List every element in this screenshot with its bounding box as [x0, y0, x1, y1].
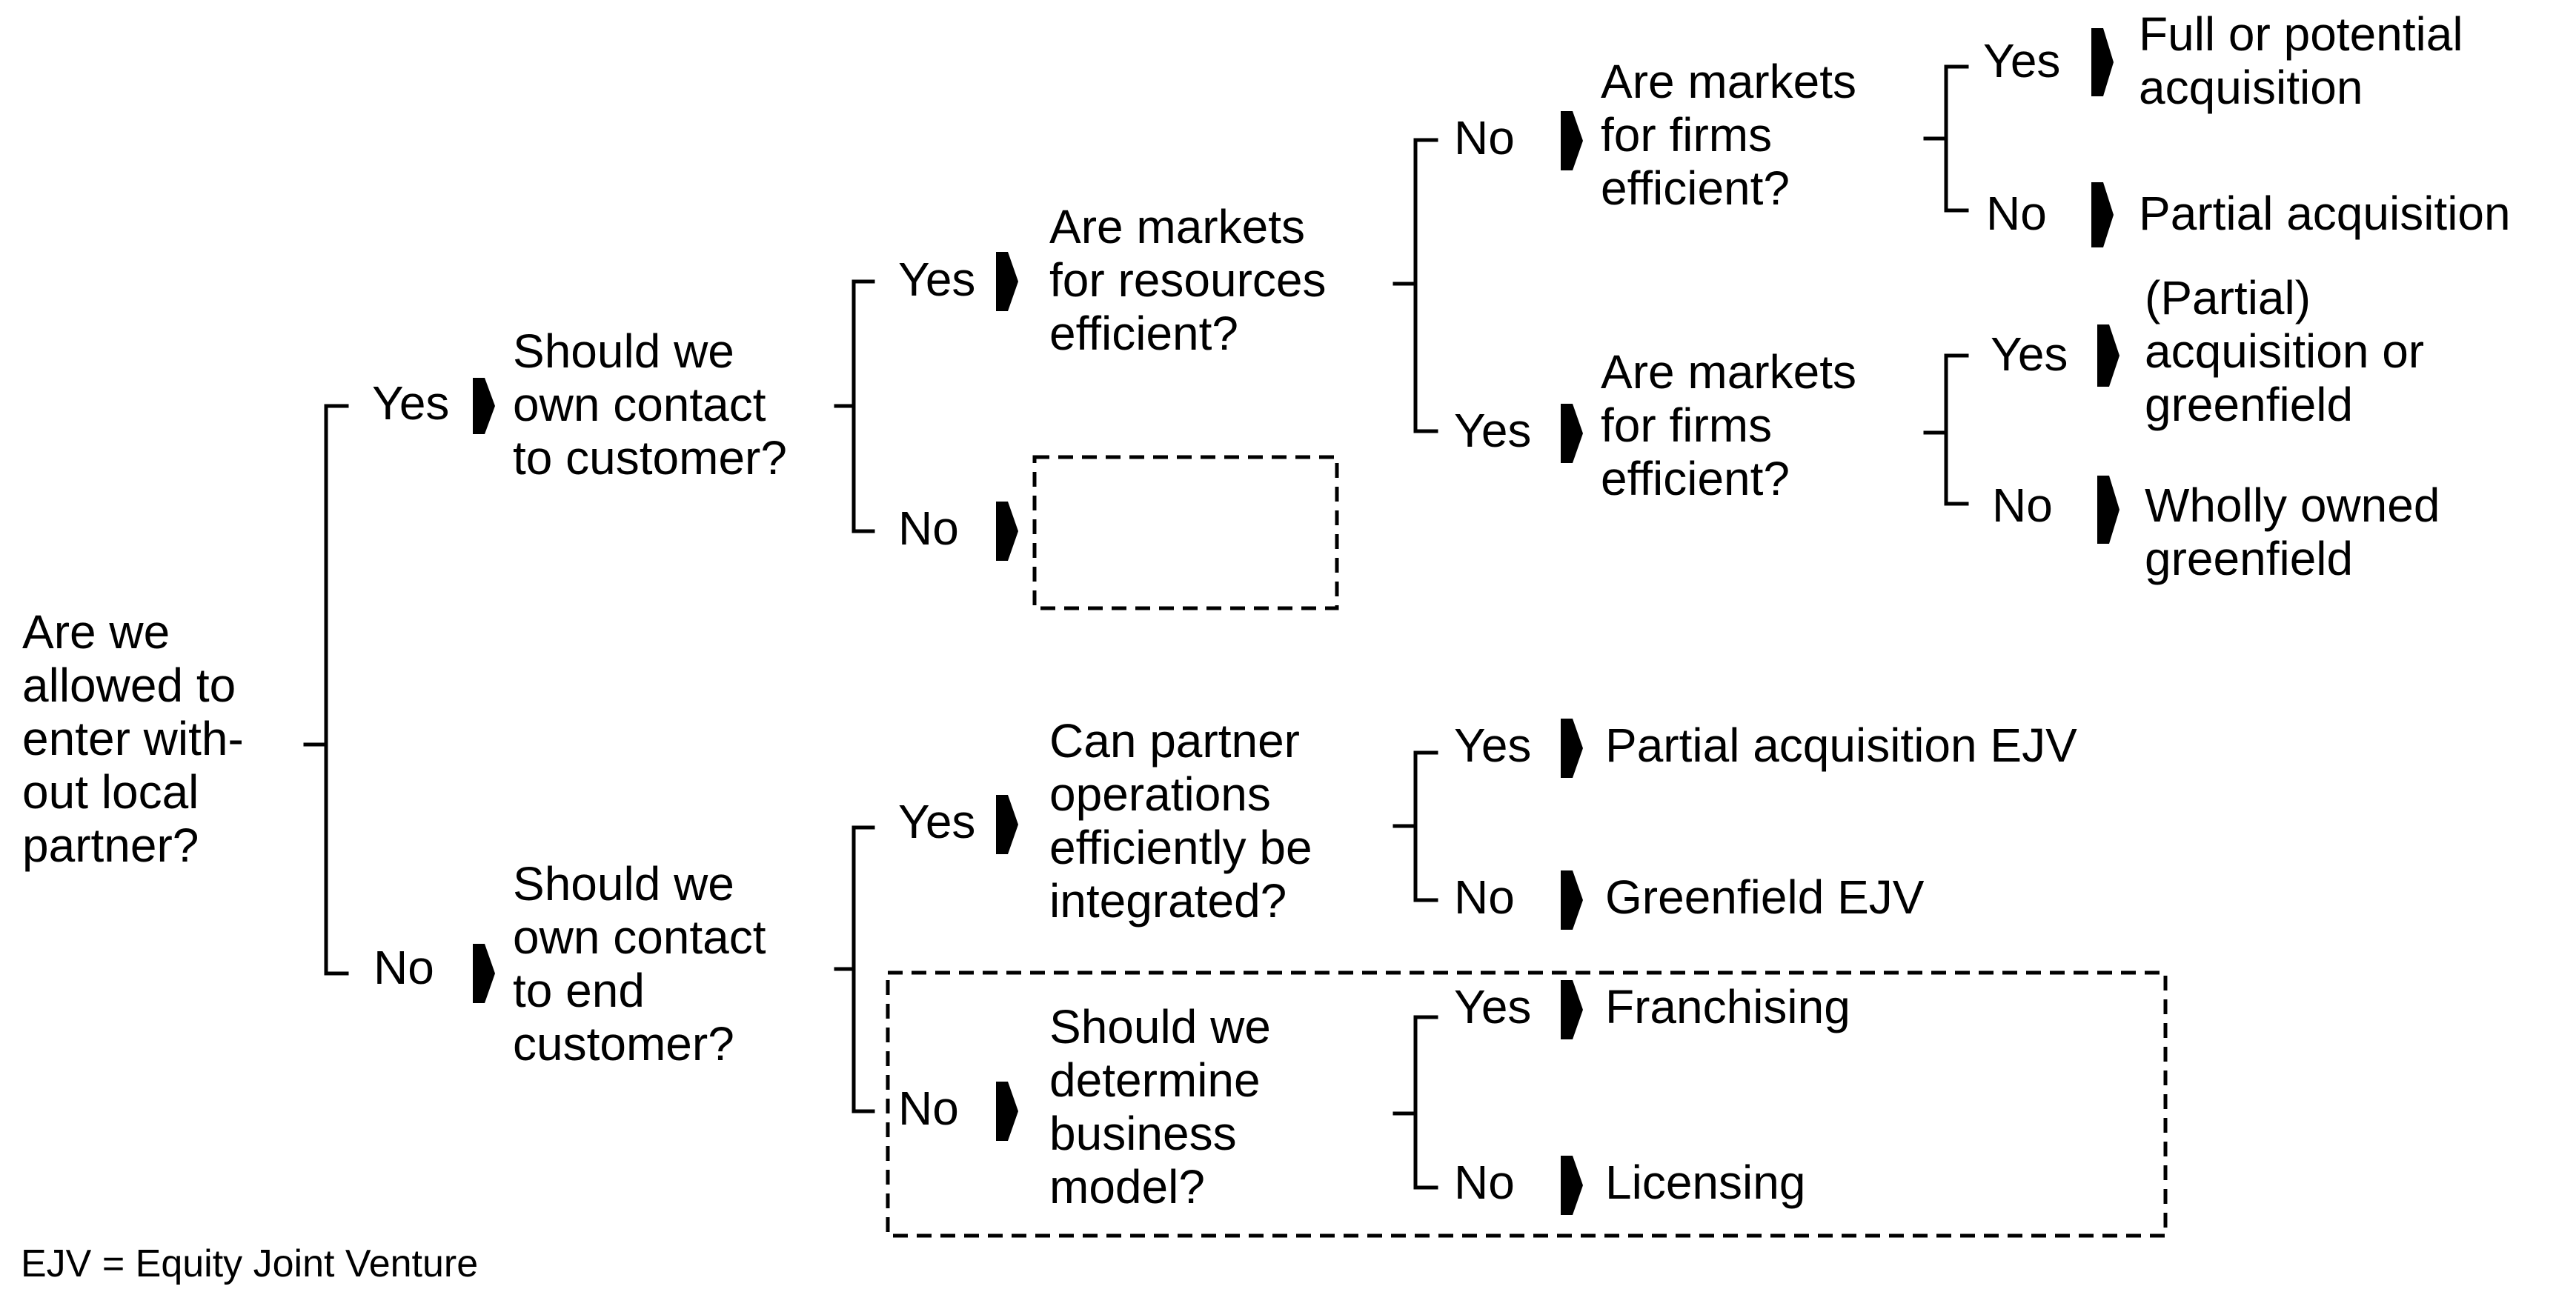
question-firm-markets: Are markets for firms efficient? — [1601, 55, 1856, 215]
arrow-icon — [1561, 719, 1583, 778]
arrow-icon — [1561, 111, 1583, 170]
arrow-icon — [473, 944, 495, 1003]
arrow-icon — [2091, 182, 2114, 247]
arrow-icon — [2097, 324, 2119, 387]
outcome-licensing: Licensing — [1605, 1156, 1806, 1209]
contractual-group-box — [886, 970, 2168, 1238]
question-resource-markets: Are markets for resources efficient? — [1049, 200, 1327, 360]
question-own-contact-end-customer: Should we own contact to end customer? — [513, 857, 766, 1070]
branch-label-yes: Yes — [1454, 404, 1532, 457]
branch-label-yes: Yes — [1454, 719, 1532, 772]
arrow-icon — [1561, 404, 1583, 463]
arrow-icon — [1561, 1156, 1583, 1215]
arrow-icon — [473, 378, 495, 434]
question-own-contact-customer: Should we own contact to customer? — [513, 324, 787, 485]
branch-label-yes: Yes — [898, 795, 976, 848]
branch-label-no: No — [898, 1082, 959, 1135]
branch-label-no: No — [1454, 870, 1515, 924]
arrow-icon — [996, 252, 1018, 311]
root-question: Are we allowed to enter with- out local … — [22, 605, 244, 872]
branch-label-no: No — [898, 502, 959, 555]
branch-label-yes: Yes — [1454, 980, 1532, 1033]
branch-label-yes: Yes — [1983, 34, 2061, 87]
branch-label-no: No — [374, 941, 434, 994]
outcome-wholly-owned-greenfield: Wholly owned greenfield — [2145, 479, 2440, 585]
question-partner-integration: Can partner operations efficiently be in… — [1049, 714, 1312, 928]
arrow-icon — [996, 1082, 1018, 1141]
arrow-icon — [1561, 980, 1583, 1039]
branch-label-yes: Yes — [1991, 327, 2068, 381]
outcome-greenfield-ejv: Greenfield EJV — [1605, 870, 1925, 924]
branch-label-no: No — [1454, 111, 1515, 164]
branch-label-no: No — [1454, 1156, 1515, 1209]
arrow-icon — [1561, 870, 1583, 930]
empty-outcome-box — [1032, 455, 1339, 610]
outcome-full-or-potential-acquisition: Full or potential acquisition — [2139, 7, 2463, 114]
outcome-partial-acquisition-or-greenfield: (Partial) acquisition or greenfield — [2145, 271, 2425, 431]
branch-label-no: No — [1986, 187, 2047, 240]
branch-label-yes: Yes — [372, 376, 450, 430]
branch-label-no: No — [1992, 479, 2053, 532]
arrow-icon — [2097, 476, 2119, 544]
question-firm-markets: Are markets for firms efficient? — [1601, 345, 1856, 505]
arrow-icon — [996, 502, 1018, 561]
question-business-model: Should we determine business model? — [1049, 1000, 1271, 1213]
legend-note: EJV = Equity Joint Venture — [21, 1242, 479, 1285]
outcome-partial-acquisition-ejv: Partial acquisition EJV — [1605, 719, 2077, 772]
outcome-franchising: Franchising — [1605, 980, 1850, 1033]
arrow-icon — [996, 795, 1018, 854]
arrow-icon — [2091, 28, 2114, 96]
branch-label-yes: Yes — [898, 253, 976, 306]
outcome-partial-acquisition: Partial acquisition — [2139, 187, 2511, 240]
